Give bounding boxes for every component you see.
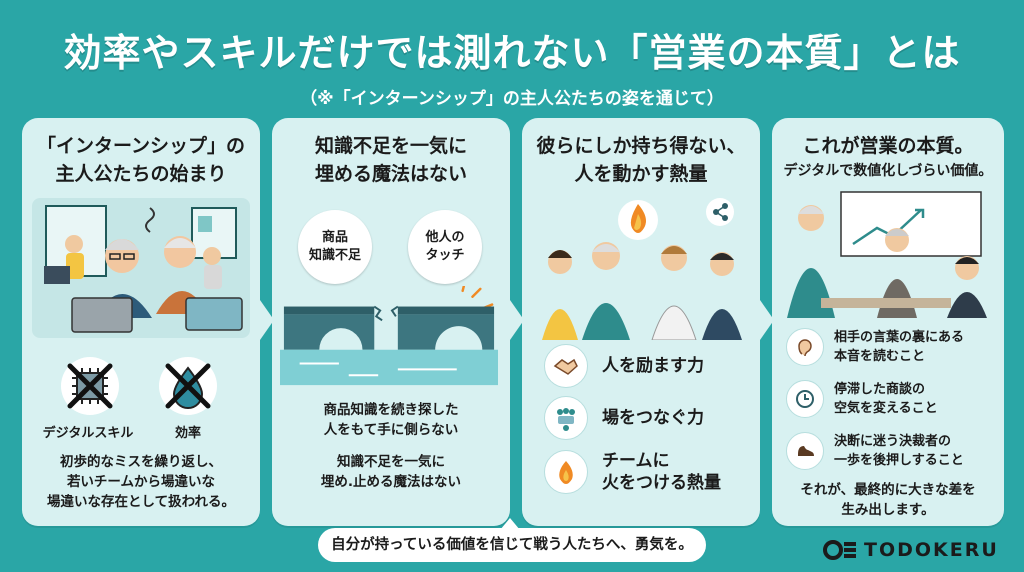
ear-icon [786, 328, 824, 366]
panel-beginning: 「インターンシップ」の 主人公たちの始まり デジタルスキル [22, 118, 260, 526]
body-line: 人をもて手に側らない [323, 422, 459, 438]
panel-title-line: 知識不足を一気に [314, 135, 467, 157]
panel-passion: 彼らにしか持ち得ない、 人を動かす熱量 人を励ます力 場をつなぐ力 [522, 118, 760, 526]
closing-line: それが、最終的に大きな差を [800, 482, 976, 498]
panel-title-line: これが営業の本質。 [802, 135, 974, 157]
bubble-line: タッチ [425, 248, 465, 263]
flow-arrow [510, 300, 524, 340]
essence-text: 停滞した商談の 空気を変えること [834, 380, 938, 418]
panel-subtitle-line: デジタルで数値化しづらい価値。 [783, 163, 993, 179]
strength-row-encourage: 人を励ます力 [544, 344, 704, 388]
panel-title-line: 彼らにしか持ち得ない、 [536, 135, 746, 157]
icon-digital-skill [58, 356, 122, 420]
shoe-step-icon [786, 432, 824, 470]
banner-tip [500, 518, 520, 530]
essence-line: 一歩を後押しすること [834, 453, 964, 468]
bubble-personal-touch: 他人のタッチ [408, 210, 482, 284]
panel-title-line: 「インターンシップ」の [36, 135, 246, 157]
strength-label: 場をつなぐ力 [602, 408, 704, 428]
body-line: 初歩的なミスを繰り返し、 [60, 454, 222, 470]
panel-title: 彼らにしか持ち得ない、 人を動かす熱量 [522, 132, 760, 188]
strength-row-connect: 場をつなぐ力 [544, 396, 704, 440]
essence-row-atmosphere: 停滞した商談の 空気を変えること [786, 380, 1002, 418]
essence-row-read: 相手の言葉の裏にある 本音を読むこと [786, 328, 1002, 366]
strength-label: 人を励ます力 [602, 356, 704, 376]
bubble-line: 商品 [321, 230, 348, 245]
panel-title-line: 埋める魔法はない [314, 163, 467, 185]
chip-crossed-icon [61, 357, 119, 415]
panel-body-text: 初歩的なミスを繰り返し、 若いチームから場違いな 場違いな存在として扱われる。 [28, 452, 254, 512]
panel-body-text-2: 知識不足を一気に 埋め.止める魔法はない [278, 452, 504, 492]
closing-line: 生み出します。 [841, 502, 935, 518]
logo-text: TODOKERU [864, 539, 999, 561]
essence-line: 相手の言葉の裏にある [834, 330, 965, 345]
panel-title-line: 主人公たちの始まり [55, 163, 227, 185]
handshake-icon [544, 344, 588, 388]
panel-essence: これが営業の本質。 デジタルで数値化しづらい価値。 相手の言葉の裏にある 本音を… [772, 118, 1004, 526]
strength-line: チームに [602, 451, 670, 471]
panel-title-line: 人を動かす熱量 [574, 163, 708, 185]
panel-no-magic: 知識不足を一気に 埋める魔法はない 商品知識不足 他人のタッチ 商品知識を続き探… [272, 118, 510, 526]
bubble-line: 知識不足 [308, 248, 361, 263]
strength-line: 火をつける熱量 [602, 473, 721, 493]
logo-mark-icon [823, 540, 856, 560]
todokeru-logo: TODOKERU [822, 539, 999, 561]
panel-title: 「インターンシップ」の 主人公たちの始まり [22, 132, 260, 188]
panel-title: 知識不足を一気に 埋める魔法はない [272, 132, 510, 188]
essence-line: 決断に迷う決裁者の [834, 434, 952, 449]
office-scene-illustration [32, 198, 250, 338]
bubble-line: 他人の [425, 230, 465, 245]
essence-line: 空気を変えること [834, 401, 938, 416]
page-subtitle: （※「インターンシップ」の主人公たちの姿を通じて） [300, 89, 724, 109]
icon-label-efficiency: 効率 [174, 426, 201, 441]
essence-line: 停滞した商談の [834, 382, 926, 397]
body-line: 埋め.止める魔法はない [320, 474, 462, 490]
page-title: 効率やスキルだけでは測れない「営業の本質」とは [63, 31, 961, 75]
body-line: 若いチームから場違いな [66, 474, 216, 490]
flow-arrow [260, 300, 274, 340]
flame-icon [544, 450, 588, 494]
panel-body-text-1: 商品知識を続き探した 人をもて手に側らない [278, 400, 504, 440]
essence-text: 相手の言葉の裏にある 本音を読むこと [834, 328, 964, 366]
body-line: 場違いな存在として扱われる。 [47, 494, 235, 510]
body-line: 商品知識を続き探した [323, 402, 459, 418]
meeting-room-illustration [787, 191, 987, 318]
strength-row-ignite: チームに 火をつける熱量 [544, 450, 721, 494]
meeting-table-icon [544, 396, 588, 440]
team-passion-illustration [542, 198, 742, 340]
essence-text: 決断に迷う決裁者の 一歩を後押しすること [834, 432, 964, 470]
essence-row-push: 決断に迷う決裁者の 一歩を後押しすること [786, 432, 1002, 470]
strength-label: チームに 火をつける熱量 [602, 450, 721, 494]
bubble-product-knowledge: 商品知識不足 [298, 210, 372, 284]
closing-text: それが、最終的に大きな差を 生み出します。 [778, 480, 998, 520]
flow-arrow [760, 300, 774, 340]
icon-label-digital-skill: デジタルスキル [42, 426, 134, 441]
message-banner: 自分が持っている価値を信じて戦う人たちへ、勇気を。 [318, 528, 706, 562]
clock-wind-icon [786, 380, 824, 418]
broken-bridge-illustration [280, 286, 498, 386]
essence-line: 本音を読むこと [834, 349, 926, 364]
panel-title: これが営業の本質。 デジタルで数値化しづらい価値。 [772, 132, 1004, 182]
body-line: 知識不足を一気に [337, 454, 445, 470]
icon-efficiency [156, 356, 220, 420]
drop-crossed-icon [159, 357, 217, 415]
